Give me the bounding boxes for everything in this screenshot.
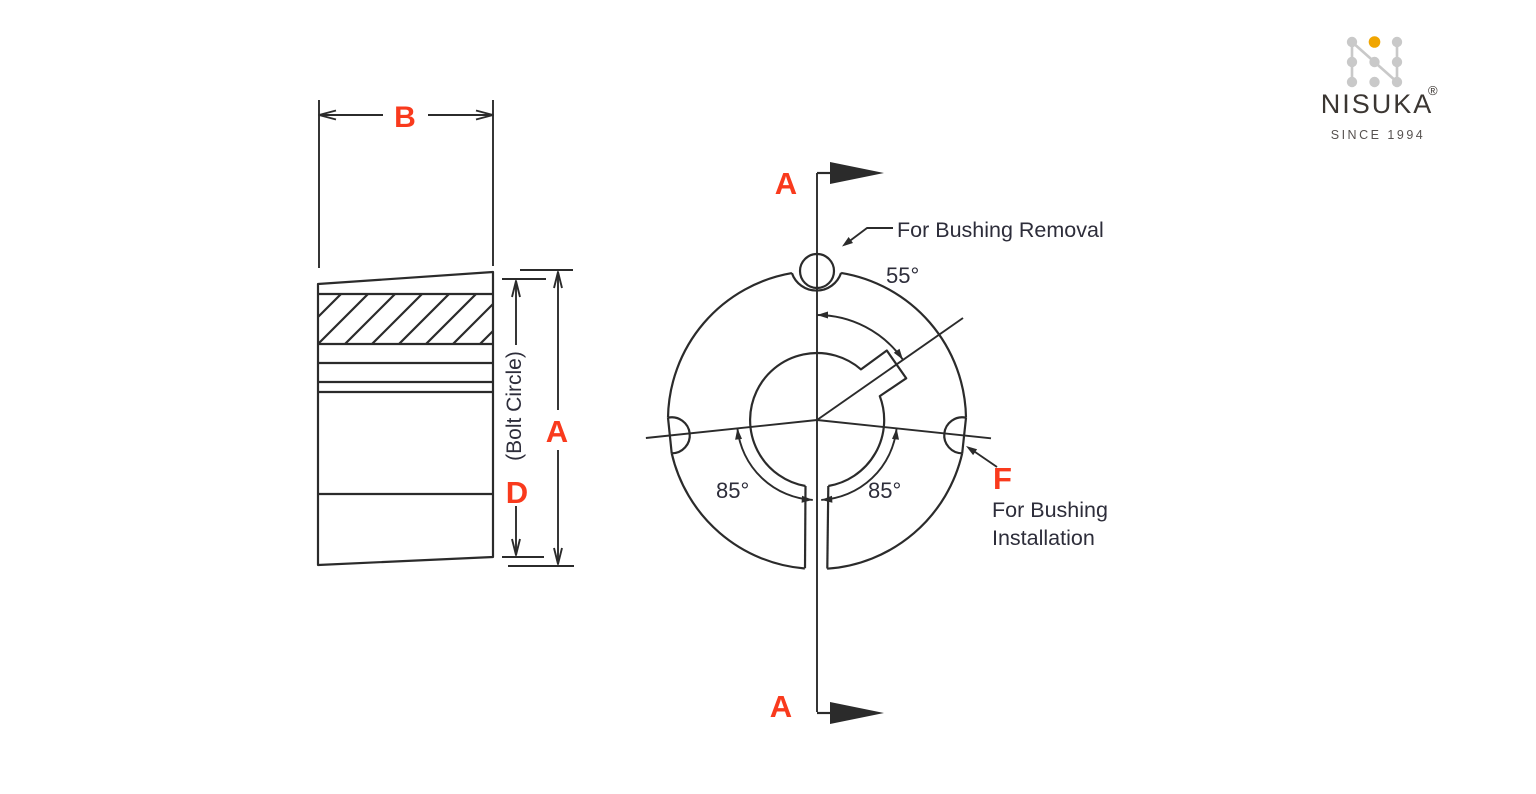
arc-85-left xyxy=(736,428,813,501)
install-leader-arrowhead xyxy=(966,446,978,456)
logo-dot xyxy=(1369,56,1380,68)
dim-d-label: D xyxy=(506,475,528,510)
dim-f-label: F xyxy=(993,461,1012,496)
dim-d: (Bolt Circle) D xyxy=(502,278,546,558)
dim-b-arrow-right xyxy=(475,109,494,121)
arc-85-right-arrow-line xyxy=(892,428,899,440)
side-view: B (Bolt Circle) D xyxy=(316,100,574,567)
left-hole-semicircle xyxy=(667,416,691,455)
hatch-lines xyxy=(318,294,493,344)
bushing-removal-hole xyxy=(790,252,843,292)
removal-annotation: For Bushing Removal 55° xyxy=(842,218,1104,288)
arc-55-arrow-end xyxy=(893,348,903,360)
install-hole-left xyxy=(666,416,691,455)
angle-55-label: 55° xyxy=(886,263,919,288)
arc-85-left-arrow-line xyxy=(735,428,742,440)
dim-arc-85-left xyxy=(735,428,813,503)
removal-notch-arc xyxy=(790,272,843,292)
part-outline xyxy=(316,270,495,567)
outer-rim xyxy=(666,271,968,570)
arc-85-right xyxy=(821,428,898,501)
dim-a: A xyxy=(508,269,574,567)
install-annotation: F For Bushing Installation xyxy=(966,446,1108,550)
section-marker-bottom: A xyxy=(770,689,884,724)
logo-tagline: SINCE 1994 xyxy=(1331,128,1425,142)
angle-85-left-label: 85° xyxy=(716,478,749,503)
left-hole-centerline xyxy=(645,419,818,439)
logo-brand-name: NISUKA xyxy=(1321,89,1434,119)
bushing-section-outline xyxy=(316,270,495,567)
section-top-arrowhead xyxy=(830,162,884,184)
removal-note-text: For Bushing Removal xyxy=(897,218,1104,242)
angle-85-right-label: 85° xyxy=(868,478,901,503)
dim-arc-55 xyxy=(816,311,904,361)
removal-leader xyxy=(844,227,893,246)
logo-registered-mark: ® xyxy=(1428,83,1438,98)
logo-dot-accent xyxy=(1368,36,1381,48)
arc-85-left-arrow-slot xyxy=(801,495,813,503)
dim-a-label: A xyxy=(546,414,568,449)
left-hole-chord xyxy=(666,417,673,454)
logo-mark-icon xyxy=(1346,36,1403,88)
section-label-top: A xyxy=(775,166,797,201)
install-hole-right xyxy=(943,416,968,455)
logo-dot xyxy=(1391,56,1403,68)
logo-dot xyxy=(1391,36,1403,48)
dim-arc-85-right xyxy=(821,428,899,503)
rim-arc-bottom-right xyxy=(827,453,964,570)
rim-arc-bottom-left xyxy=(670,453,805,570)
bore-with-keyway xyxy=(748,349,908,488)
rim-arc-top-right xyxy=(840,271,968,418)
dim-b-arrow-left xyxy=(318,109,337,121)
arc-55-arrow-start xyxy=(817,311,828,319)
dim-a-arrow-down xyxy=(553,547,563,565)
logo-dot xyxy=(1346,76,1358,88)
arc-55 xyxy=(816,314,904,361)
right-hole-chord xyxy=(961,417,968,454)
section-bottom-arrowhead xyxy=(830,702,884,724)
dim-d-arrow-up xyxy=(511,280,521,298)
front-view: A A For Bushing Removal 55° 85° 85° F Fo… xyxy=(645,162,1108,724)
removal-hole-circle xyxy=(798,252,836,290)
rim-arc-top-left xyxy=(666,272,793,418)
install-note-line1: For Bushing xyxy=(992,498,1108,522)
removal-leader-arrowhead xyxy=(842,237,853,247)
bolt-circle-note: (Bolt Circle) xyxy=(503,351,526,461)
logo-dot xyxy=(1391,76,1403,88)
dim-d-arrow-down xyxy=(511,538,521,556)
section-marker-top: A xyxy=(775,162,884,201)
install-note-line2: Installation xyxy=(992,526,1095,550)
logo-dot xyxy=(1346,36,1358,48)
dim-b-extension-lines xyxy=(318,100,494,268)
logo-dot xyxy=(1369,76,1380,88)
section-hatch xyxy=(318,294,493,344)
section-label-bottom: A xyxy=(770,689,792,724)
dim-b-line xyxy=(318,109,494,121)
dim-b-label: B xyxy=(394,101,416,134)
right-hole-centerline xyxy=(816,419,992,440)
logo-dot xyxy=(1346,56,1358,68)
arc-85-right-arrow-slot xyxy=(821,495,833,503)
keyway-diagonal-line xyxy=(816,317,964,421)
brand-logo: NISUKA ® SINCE 1994 xyxy=(1321,36,1438,142)
right-hole-semicircle xyxy=(943,416,967,455)
dim-a-arrow-up xyxy=(553,271,563,289)
